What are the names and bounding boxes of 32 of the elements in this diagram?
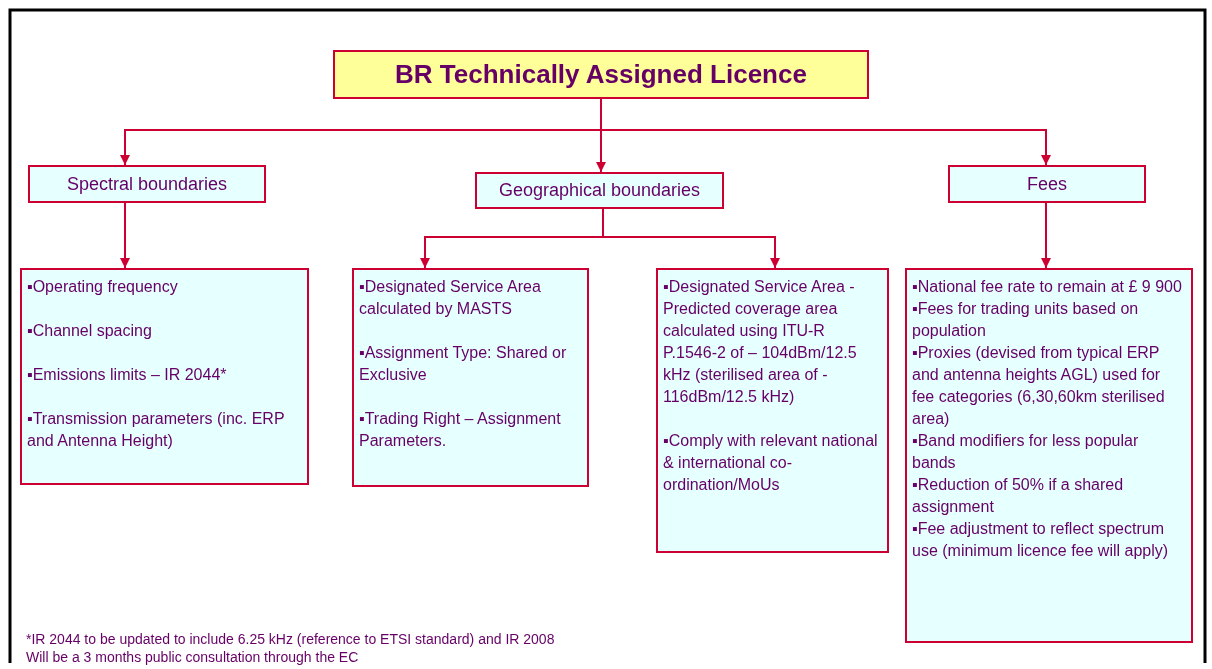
bullet-item: ▪Assignment Type: Shared or Exclusive	[359, 343, 568, 385]
connector-arrow	[120, 202, 130, 269]
category-box	[948, 165, 1146, 203]
bullet-item: ▪Operating frequency	[27, 277, 179, 297]
footnote-text: Will be a 3 months public consultation through the EC	[26, 648, 359, 666]
bullet-box	[20, 268, 309, 485]
bullet-box	[352, 268, 589, 487]
bullet-item: ▪Designated Service Area - Predicted coverage area calculated using ITU-R P.1546-2 of – 104dBm/12.5 kHz (sterilised area of - 116dBm/12.5 kHz)	[663, 277, 858, 407]
bullet-item: ▪Trading Right – Assignment Parameters.	[359, 409, 562, 451]
category-label: Fees	[1027, 173, 1067, 195]
category-label: Spectral boundaries	[66, 173, 228, 195]
bullet-box	[656, 268, 889, 553]
bullet-box	[905, 268, 1193, 643]
bullet-item: ▪Channel spacing	[27, 321, 153, 341]
title-text: BR Technically Assigned Licence	[395, 59, 807, 90]
bullet-item: ▪National fee rate to remain at £ 9 900	[912, 277, 1183, 297]
connector-arrow	[1041, 202, 1051, 269]
bullet-item: ▪Comply with relevant national & international co-ordination/MoUs	[663, 431, 879, 495]
connector-arrow	[602, 208, 780, 269]
category-label: Geographical boundaries	[498, 180, 701, 201]
bullet-item: ▪Emissions limits – IR 2044*	[27, 365, 228, 385]
bullet-item: ▪Fee adjustment to reflect spectrum use (minimum licence fee will apply)	[912, 519, 1170, 561]
bullet-item: ▪Designated Service Area calculated by MASTS	[359, 277, 542, 319]
category-box	[475, 172, 724, 209]
bullet-item: ▪Band modifiers for less popular bands	[912, 431, 1140, 473]
bullet-item: ▪Proxies (devised from typical ERP and antenna heights AGL) used for fee categories (6,30,60km sterilised area)	[912, 343, 1166, 429]
title-box	[333, 50, 869, 99]
bullet-item: ▪Reduction of 50% if a shared assignment	[912, 475, 1125, 517]
footnote-text: *IR 2044 to be updated to include 6.25 kHz (reference to ETSI standard) and IR 2008	[26, 630, 555, 648]
bullet-item: ▪Transmission parameters (inc. ERP and Antenna Height)	[27, 409, 286, 451]
bullet-item: ▪Fees for trading units based on population	[912, 299, 1140, 341]
category-box	[28, 165, 266, 203]
